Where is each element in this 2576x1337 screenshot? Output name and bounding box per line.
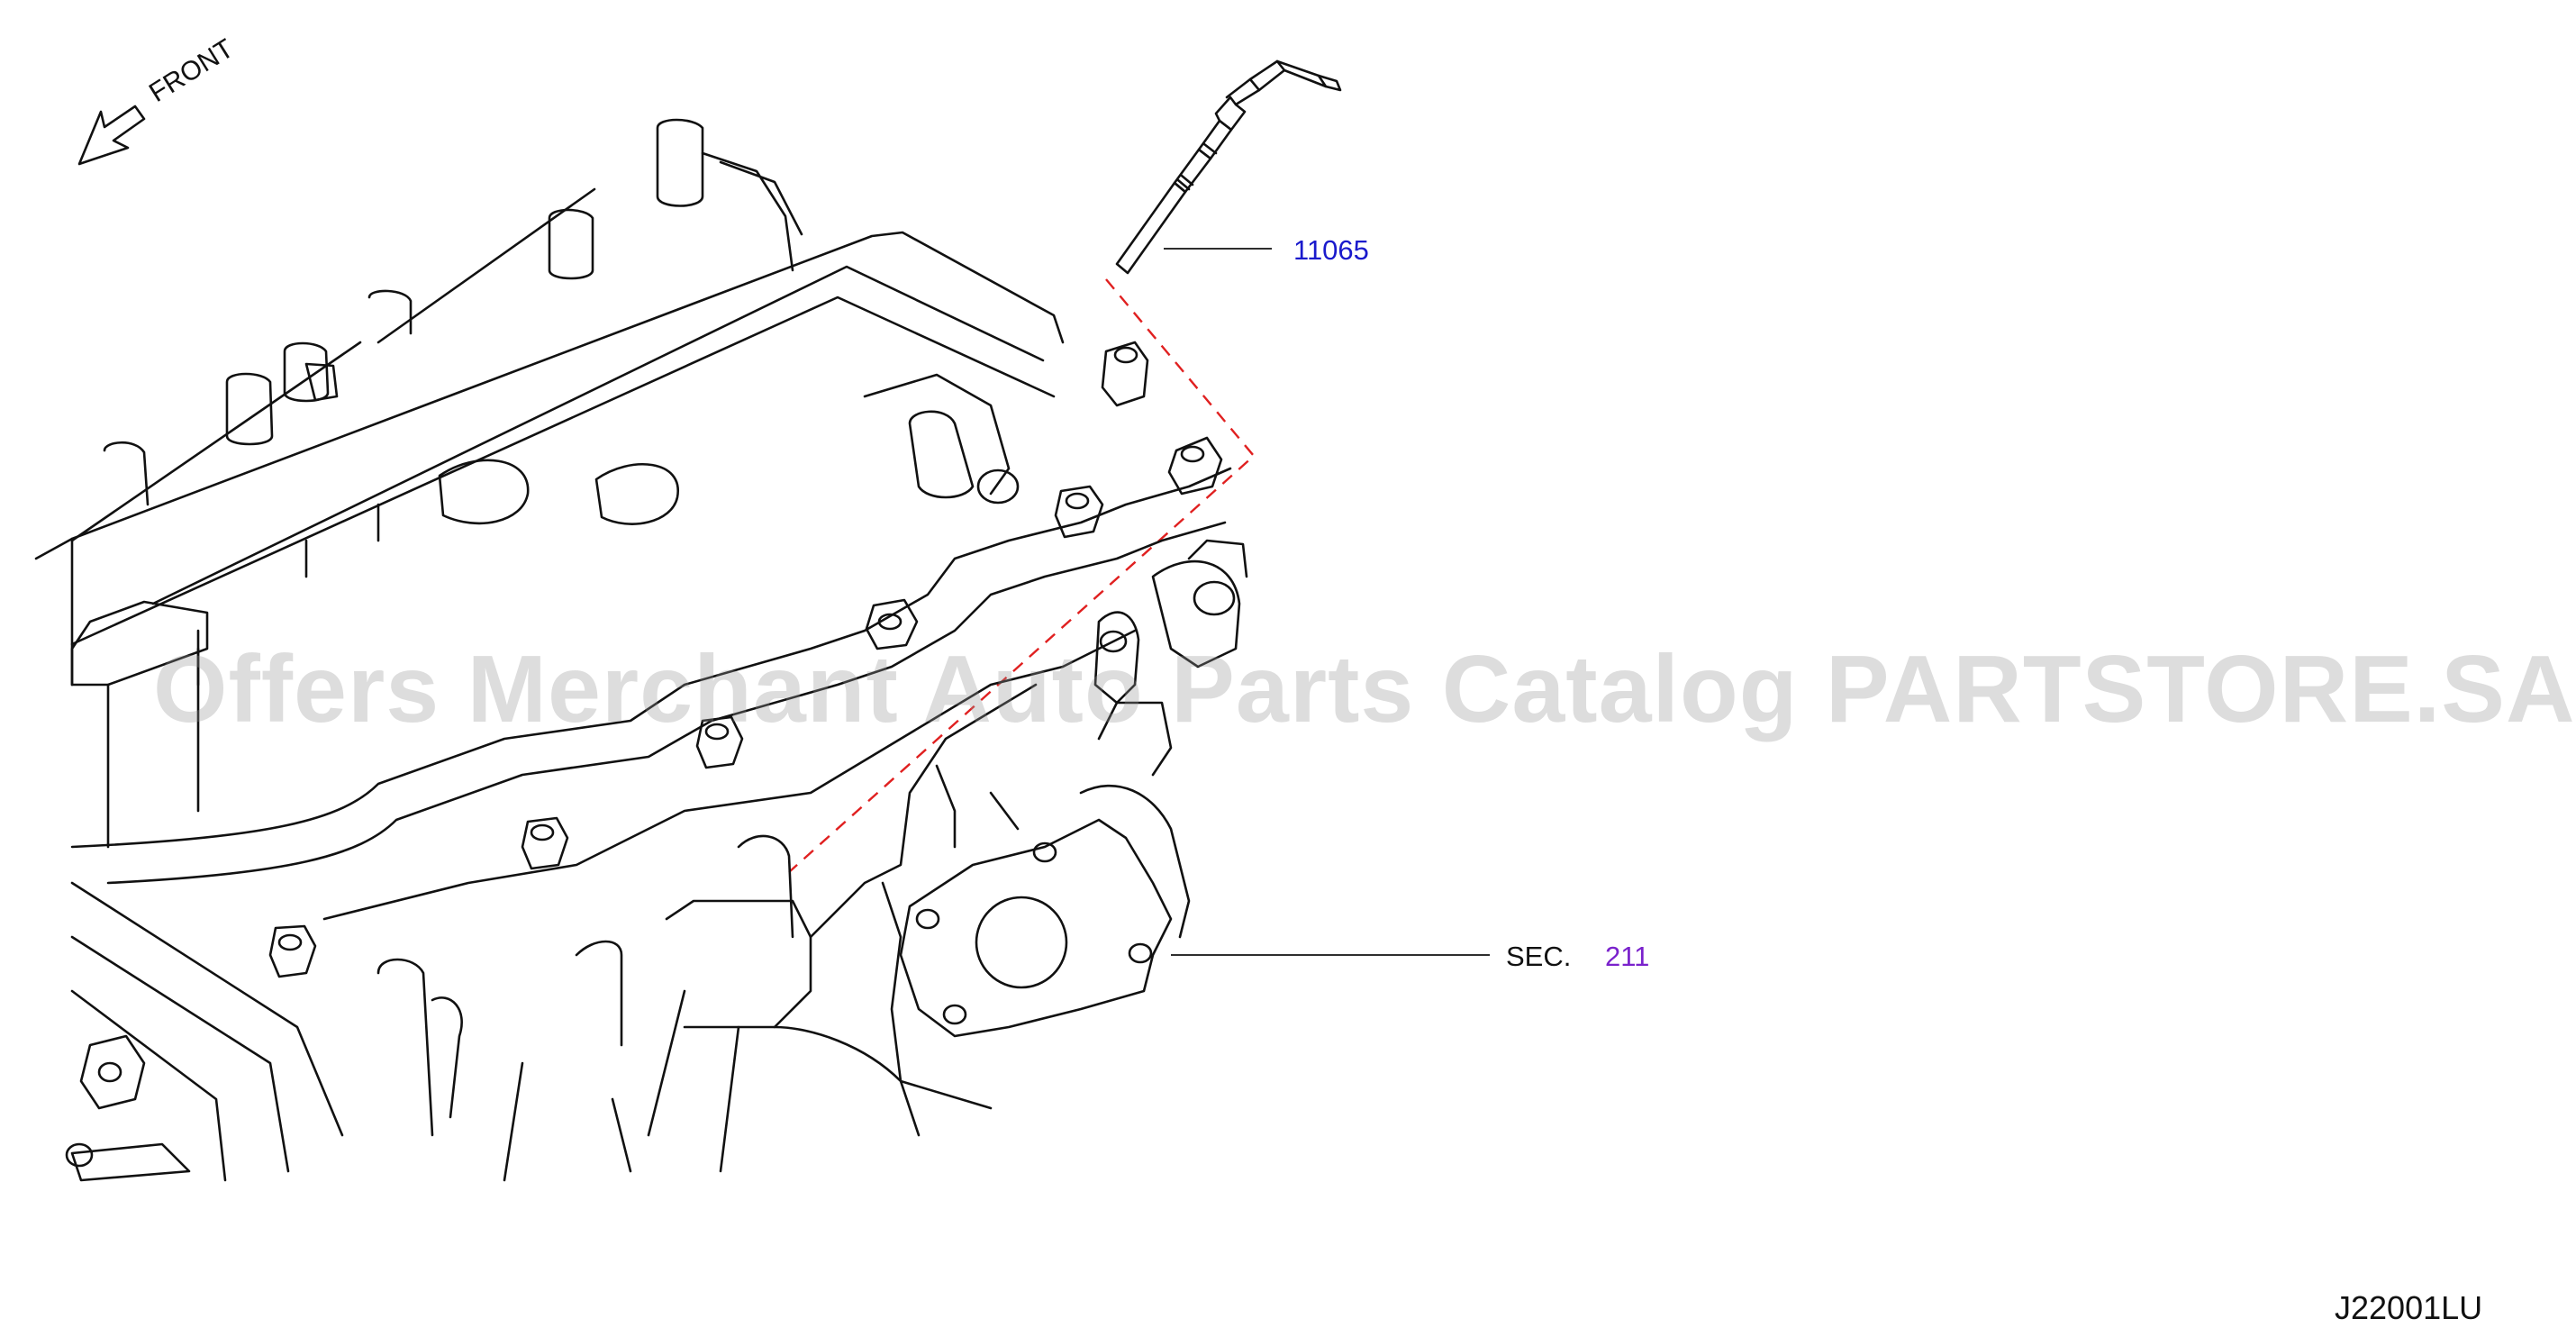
cylinder-head-outline — [34, 118, 1248, 1182]
dashed-leader — [788, 278, 1256, 873]
front-arrow-icon — [77, 105, 146, 166]
part-number-11065[interactable]: 11065 — [1293, 234, 1369, 266]
sec-number-211[interactable]: 211 — [1605, 941, 1650, 972]
sec-prefix: SEC. — [1506, 941, 1572, 972]
watermark: Offers Merchant Auto Parts Catalog PARTS… — [153, 636, 2576, 742]
diagram-code: J22001LU — [2335, 1289, 2483, 1326]
glow-plug-part — [1115, 59, 1342, 275]
